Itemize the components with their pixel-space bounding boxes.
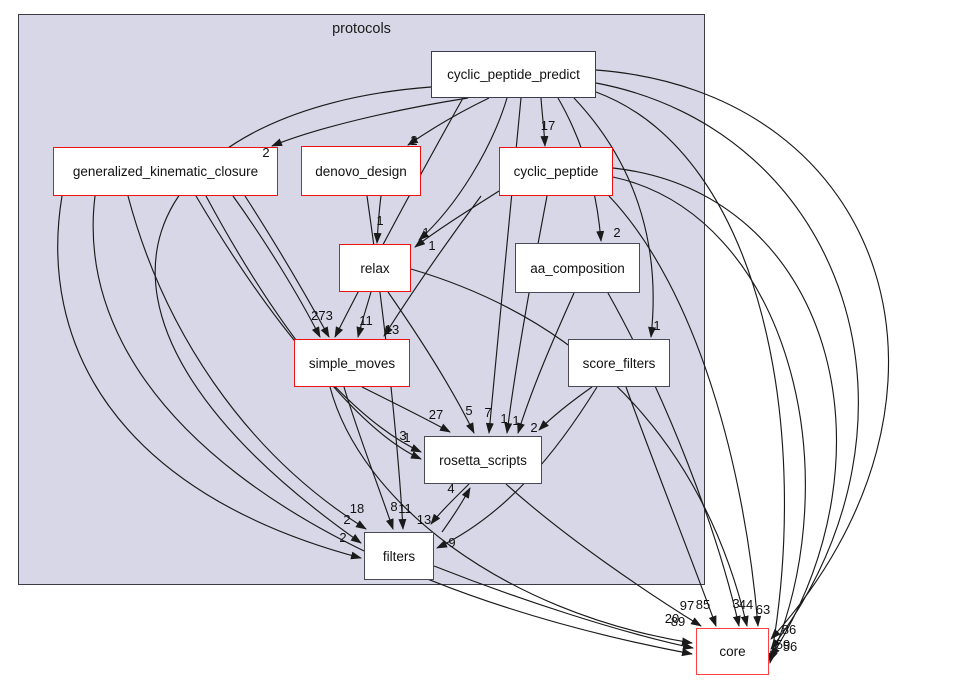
node-filters[interactable]: filters: [364, 532, 434, 580]
edge-count-label: 44: [738, 596, 754, 612]
node-relax[interactable]: relax: [339, 244, 411, 292]
edge-count-label: 56: [782, 638, 798, 654]
node-cyclic_peptide[interactable]: cyclic_peptide: [499, 147, 613, 196]
edge-count-label: 86: [781, 621, 797, 637]
edge-count-label: 89: [670, 613, 686, 629]
edge-count-label: 85: [695, 596, 711, 612]
node-denovo_design[interactable]: denovo_design: [301, 146, 421, 196]
node-cyclic_peptide_predict[interactable]: cyclic_peptide_predict: [431, 51, 596, 98]
cluster-title: protocols: [332, 21, 391, 37]
node-generalized_kinematic_closure[interactable]: generalized_kinematic_closure: [53, 147, 278, 196]
edge-count-label: 97: [679, 597, 695, 613]
node-core[interactable]: core: [696, 628, 769, 675]
node-score_filters[interactable]: score_filters: [568, 339, 670, 387]
node-rosetta_scripts[interactable]: rosetta_scripts: [424, 436, 542, 484]
edge-count-label: 3: [732, 595, 740, 611]
node-aa_composition[interactable]: aa_composition: [515, 243, 640, 293]
edge-count-label: 20: [664, 610, 680, 626]
edge-count-label: 59: [775, 636, 791, 652]
protocols-cluster: protocols: [18, 14, 705, 585]
node-simple_moves[interactable]: simple_moves: [294, 339, 410, 387]
edge-count-label: 63: [755, 601, 771, 617]
